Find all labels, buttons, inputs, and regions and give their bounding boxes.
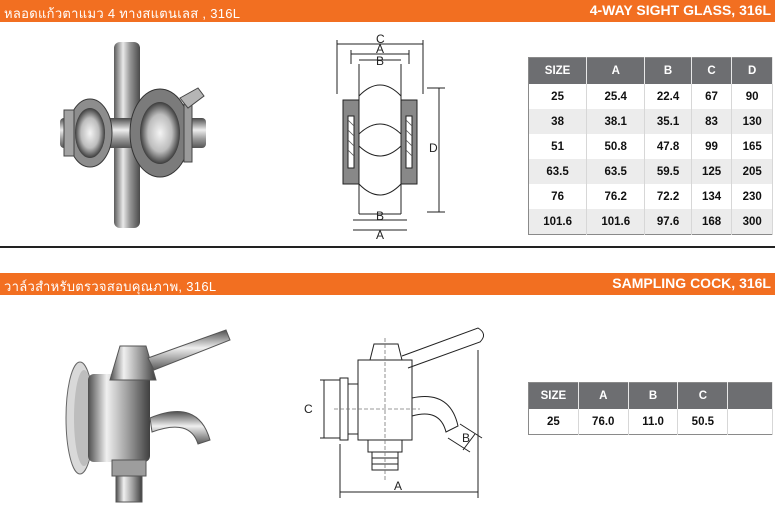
table-cell: 90 xyxy=(731,84,773,109)
col-header: B xyxy=(628,382,679,409)
table-cell: 38 xyxy=(528,109,588,134)
sight-glass-spec-table: SIZE A B C D 25 25.4 22.4 67 90 38 38.1 … xyxy=(528,57,773,235)
col-header: C xyxy=(691,57,733,84)
dim-label-a-top: A xyxy=(376,42,384,56)
table-cell: 97.6 xyxy=(644,209,692,235)
table-cell: 205 xyxy=(731,159,773,184)
table-cell: 59.5 xyxy=(644,159,692,184)
dim-label-d: D xyxy=(429,141,438,155)
table-cell: 130 xyxy=(731,109,773,134)
table-row: 25 76.0 11.0 50.5 xyxy=(528,409,773,435)
dim-label-c: C xyxy=(376,34,385,46)
dim-label-b-top: B xyxy=(376,54,384,68)
dim-label-b: B xyxy=(462,431,470,445)
col-header: A xyxy=(578,382,629,409)
table-cell: 63.5 xyxy=(586,159,646,184)
table-cell: 67 xyxy=(691,84,733,109)
table-cell: 38.1 xyxy=(586,109,646,134)
table-row: 63.5 63.5 59.5 125 205 xyxy=(528,159,773,184)
table-cell: 168 xyxy=(691,209,733,235)
table-row: 51 50.8 47.8 99 165 xyxy=(528,134,773,159)
table-cell: 47.8 xyxy=(644,134,692,159)
section-title-thai: วาล์วสำหรับตรวจสอบคุณภาพ, 316L xyxy=(4,279,217,294)
dim-label-b-bottom: B xyxy=(376,209,384,223)
table-row: 76 76.2 72.2 134 230 xyxy=(528,184,773,209)
table-cell: 35.1 xyxy=(644,109,692,134)
table-cell-empty xyxy=(727,409,773,435)
table-cell: 125 xyxy=(691,159,733,184)
table-cell: 25 xyxy=(528,409,579,435)
table-cell: 101.6 xyxy=(586,209,646,235)
table-cell: 50.8 xyxy=(586,134,646,159)
table-cell: 76.2 xyxy=(586,184,646,209)
sampling-cock-photo xyxy=(65,329,231,503)
col-header: D xyxy=(731,57,773,84)
table-cell: 72.2 xyxy=(644,184,692,209)
table-row: 101.6 101.6 97.6 168 300 xyxy=(528,209,773,235)
table-cell: 230 xyxy=(731,184,773,209)
table-cell: 76.0 xyxy=(578,409,629,435)
sampling-cock-drawing: C A B xyxy=(304,327,484,498)
sampling-cock-spec-table: SIZE A B C 25 76.0 11.0 50.5 xyxy=(528,382,773,435)
table-cell: 51 xyxy=(528,134,588,159)
table-cell: 25.4 xyxy=(586,84,646,109)
section-title-english: 4-WAY SIGHT GLASS, 316L xyxy=(589,2,771,18)
table-cell: 50.5 xyxy=(677,409,729,435)
table-cell: 165 xyxy=(731,134,773,159)
dim-label-a: A xyxy=(394,479,402,493)
col-header: SIZE xyxy=(528,382,579,409)
table-row: 38 38.1 35.1 83 130 xyxy=(528,109,773,134)
table-cell: 25 xyxy=(528,84,588,109)
col-header: B xyxy=(644,57,692,84)
col-header: A xyxy=(586,57,646,84)
col-header: SIZE xyxy=(528,57,588,84)
table-row: 25 25.4 22.4 67 90 xyxy=(528,84,773,109)
table-header-row: SIZE A B C D xyxy=(528,57,773,84)
table-cell: 83 xyxy=(691,109,733,134)
col-header-empty xyxy=(727,382,773,409)
sight-glass-photo xyxy=(60,42,206,228)
table-cell: 63.5 xyxy=(528,159,588,184)
section-header-sight-glass: หลอดแก้วตาแมว 4 ทางสแตนเลส , 316L 4-WAY … xyxy=(0,0,775,22)
table-cell: 134 xyxy=(691,184,733,209)
section-divider xyxy=(0,246,775,248)
table-cell: 22.4 xyxy=(644,84,692,109)
section-header-sampling-cock: วาล์วสำหรับตรวจสอบคุณภาพ, 316L SAMPLING … xyxy=(0,273,775,295)
table-cell: 76 xyxy=(528,184,588,209)
col-header: C xyxy=(677,382,729,409)
table-header-row: SIZE A B C xyxy=(528,382,773,409)
section-title-english: SAMPLING COCK, 316L xyxy=(612,275,771,291)
table-cell: 99 xyxy=(691,134,733,159)
table-cell: 11.0 xyxy=(628,409,679,435)
dim-label-a-bottom: A xyxy=(376,228,384,242)
table-cell: 300 xyxy=(731,209,773,235)
sight-glass-drawing: C A B B A D xyxy=(336,34,445,242)
dim-label-c: C xyxy=(304,402,313,416)
section-title-thai: หลอดแก้วตาแมว 4 ทางสแตนเลส , 316L xyxy=(4,6,241,21)
table-cell: 101.6 xyxy=(528,209,588,235)
